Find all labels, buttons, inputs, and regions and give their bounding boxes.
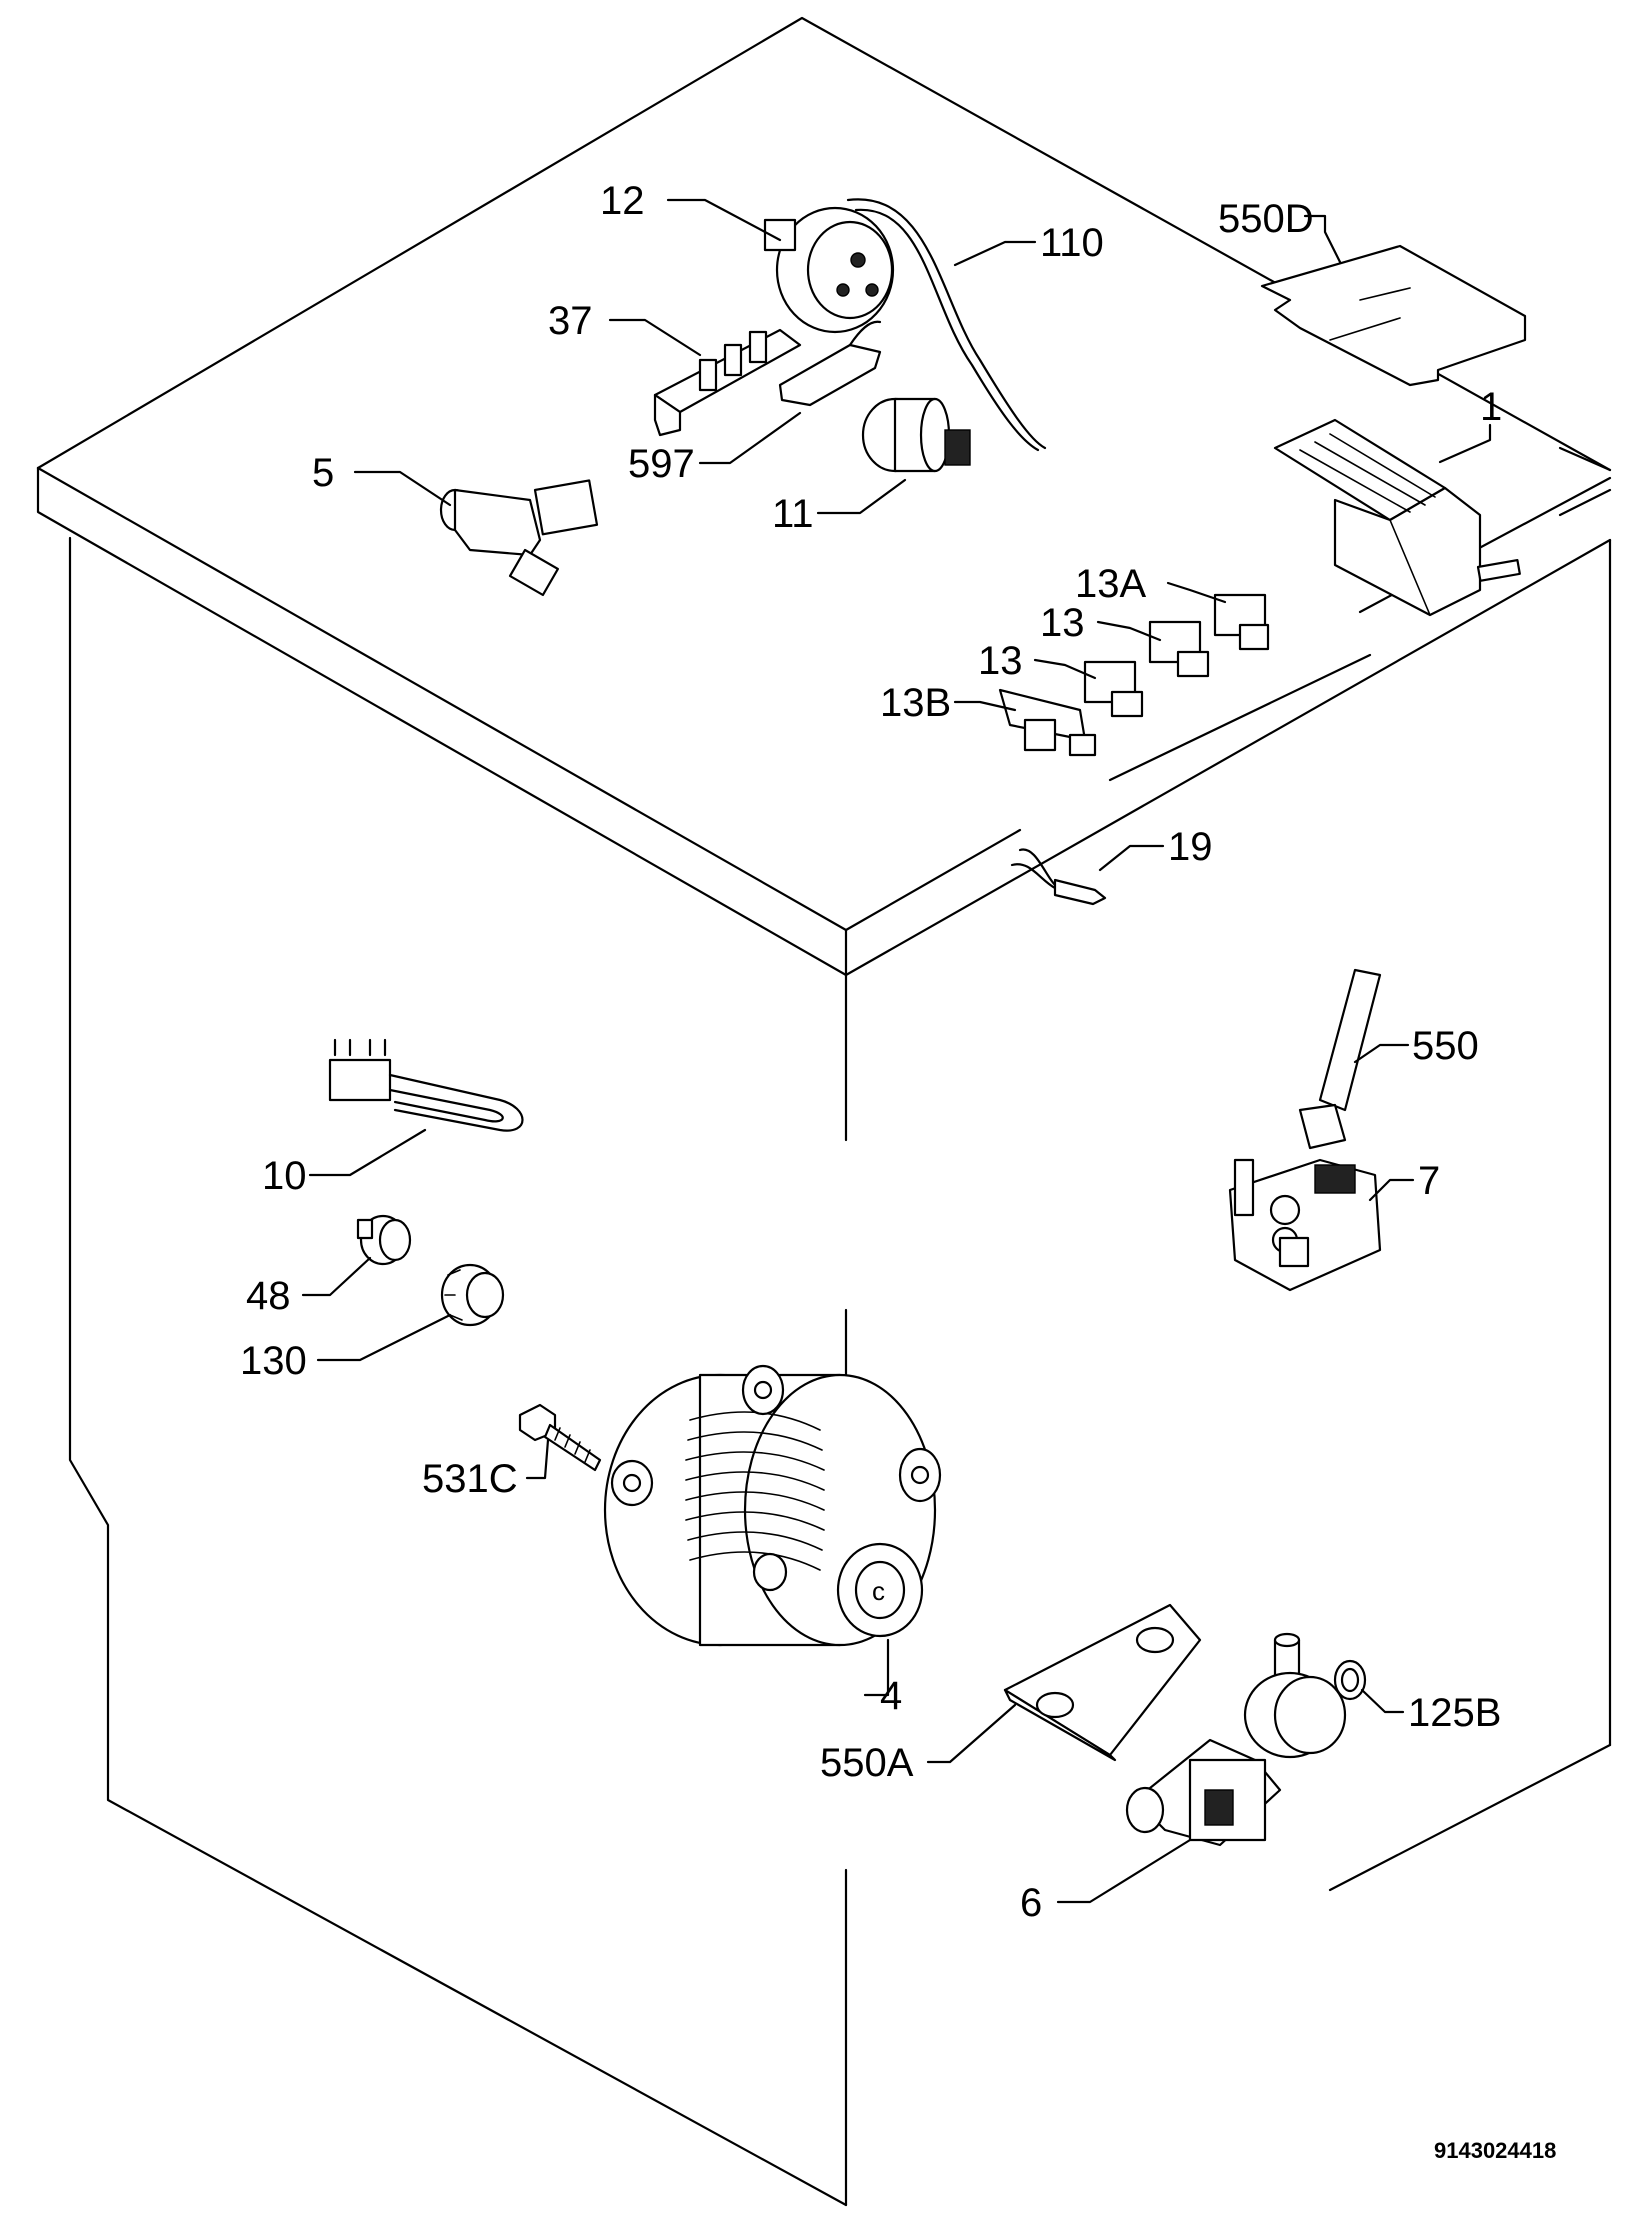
callout-13-upper: 13: [1040, 601, 1085, 645]
callout-13a: 13A: [1075, 562, 1146, 606]
callout-48: 48: [246, 1274, 291, 1318]
callout-531c: 531C: [422, 1457, 518, 1501]
callout-550d: 550D: [1218, 197, 1314, 241]
part-37-terminal-block: [653, 328, 802, 437]
callout-4: 4: [880, 1674, 902, 1718]
part-7-door-interlock: [1228, 1158, 1382, 1292]
part-13-connector-lower: [1083, 660, 1144, 718]
part-550a-damper-block: [1003, 1603, 1202, 1762]
callout-5: 5: [312, 451, 334, 495]
part-13-connector-upper: [1148, 620, 1210, 678]
part-19-temperature-sensor: [1010, 848, 1107, 906]
part-5-inlet-valve: [439, 479, 599, 597]
svg-text:c: c: [872, 1576, 885, 1606]
callout-labels: 12 110 550D 37 1 5 597 11 13A 13 13 13B …: [240, 179, 1502, 1925]
callout-1: 1: [1480, 385, 1502, 429]
callout-13b: 13B: [880, 681, 951, 725]
callout-19: 19: [1168, 825, 1213, 869]
callout-7: 7: [1418, 1159, 1440, 1203]
part-6-drain-pump: [1125, 1632, 1347, 1847]
callout-12: 12: [600, 179, 645, 223]
part-597-bracket: [778, 320, 882, 407]
part-13b-connector: [998, 688, 1097, 757]
document-number: 9143024418: [1434, 2138, 1556, 2163]
part-48-thermostat: [356, 1214, 412, 1266]
callout-13-lower: 13: [978, 639, 1023, 683]
callout-550: 550: [1412, 1024, 1479, 1068]
callout-11: 11: [772, 492, 814, 536]
callout-125b: 125B: [1408, 1691, 1501, 1735]
callout-6: 6: [1020, 1881, 1042, 1925]
part-531c-screw: [518, 1403, 602, 1472]
part-550-door-lock-lever: [1298, 968, 1382, 1150]
part-125b-seal-ring: [1333, 1659, 1367, 1701]
callout-37: 37: [548, 299, 593, 343]
part-130-gear: [440, 1263, 505, 1327]
callout-130: 130: [240, 1339, 307, 1383]
part-4-motor: c: [603, 1364, 942, 1647]
part-550d-cover-plate: [1260, 244, 1527, 387]
part-110-pressure-hose: [846, 198, 1047, 452]
part-10-heating-element: [328, 1038, 524, 1132]
callout-10: 10: [262, 1154, 307, 1198]
callout-597: 597: [628, 442, 695, 486]
part-13a-connector: [1213, 593, 1270, 651]
cabinet-outline: [36, 16, 1612, 2207]
callout-550a: 550A: [820, 1741, 914, 1785]
callout-leaders: [301, 198, 1492, 1904]
part-11-capacitor: [861, 397, 971, 473]
callout-110: 110: [1040, 221, 1104, 265]
part-12-pressure-switch: [763, 206, 895, 334]
part-1-control-module: [1273, 418, 1521, 617]
